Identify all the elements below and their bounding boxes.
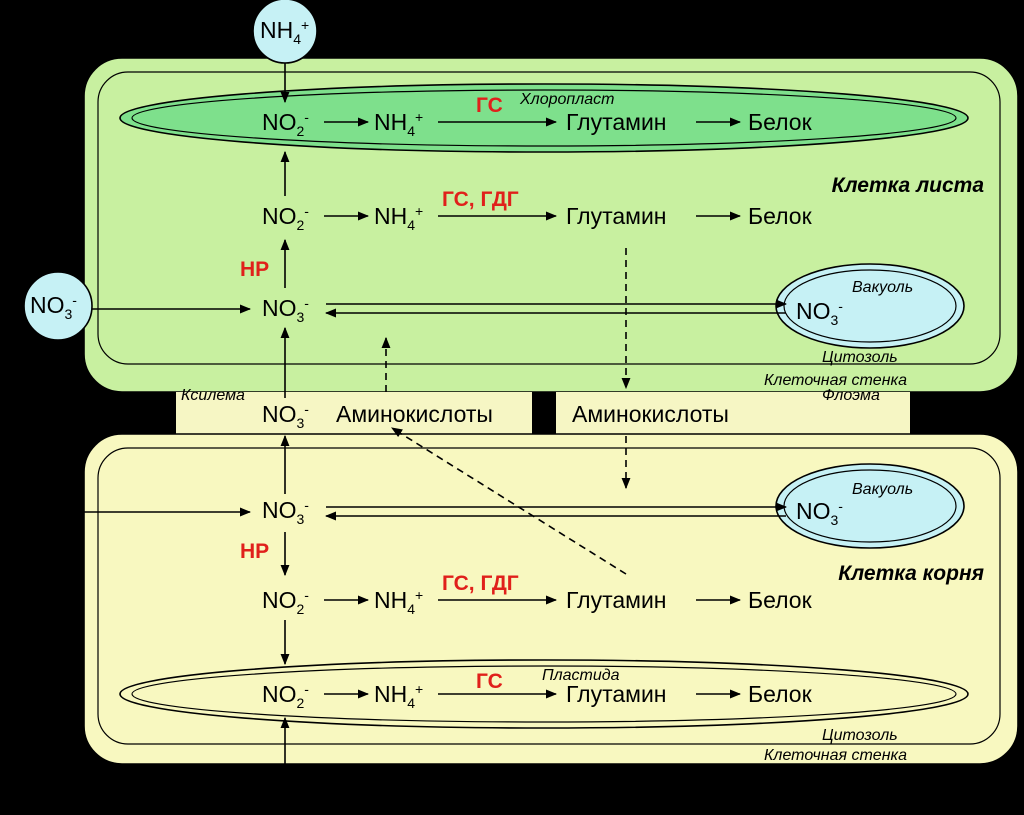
chloroplast-nh4: NH4+ — [374, 109, 423, 139]
leaf-vacuole: Вакуоль — [775, 263, 965, 349]
root-enzyme-nr: НР — [240, 540, 269, 563]
leaf-protein: Белок — [748, 203, 813, 229]
root-nh4: NH4+ — [374, 587, 423, 617]
root-enzyme-gs-gdg: ГС, ГДГ — [442, 572, 519, 595]
plastid-enzyme-gs: ГС — [476, 670, 503, 693]
phloem-box: Аминокислоты Флоэма — [556, 387, 910, 434]
svg-text:NH4+: NH4+ — [260, 17, 309, 47]
leaf-glutamine: Глутамин — [566, 203, 667, 229]
root-wall-label: Клеточная стенка — [764, 747, 907, 764]
chloroplast-reaction-row: NO2- NH4+ ГС Глутамин Белок — [262, 94, 813, 139]
plastid-label: Пластида — [542, 667, 620, 684]
xylem-amino-acids: Аминокислоты — [336, 401, 493, 427]
root-glutamine: Глутамин — [566, 587, 667, 613]
leaf-wall-label: Клеточная стенка — [764, 372, 907, 389]
chloroplast-glutamine: Глутамин — [566, 109, 667, 135]
chloroplast-label: Хлоропласт — [519, 91, 614, 108]
leaf-vacuole-label: Вакуоль — [852, 279, 913, 296]
external-nh4: NH4+ — [252, 0, 318, 64]
xylem-no3: NO3- — [262, 401, 309, 431]
chloroplast-enzyme-gs: ГС — [476, 94, 503, 117]
leaf-enzyme-gs-gdg: ГС, ГДГ — [442, 188, 519, 211]
root-vacuole-label: Вакуоль — [852, 481, 913, 498]
plastid-no2: NO2- — [262, 681, 309, 711]
chloroplast-protein: Белок — [748, 109, 813, 135]
chloroplast-no2: NO2- — [262, 109, 309, 139]
arrows — [70, 63, 788, 815]
leaf-reaction-row: NO2- NH4+ ГС, ГДГ Глутамин Белок НР NO3-… — [240, 188, 843, 328]
leaf-no2: NO2- — [262, 203, 309, 233]
chloroplast: Хлоропласт — [119, 83, 969, 153]
root-reaction-rows: NO3- NO3- НР NO2- NH4+ ГС, ГДГ Глутамин … — [240, 497, 843, 711]
plastid-nh4: NH4+ — [374, 681, 423, 711]
svg-text:NO3-: NO3- — [30, 292, 77, 322]
phloem-label: Флоэма — [822, 387, 880, 404]
leaf-cell-label: Клетка листа — [832, 174, 985, 197]
leaf-cytosol-label: Цитозоль — [822, 349, 898, 366]
leaf-enzyme-nr: НР — [240, 258, 269, 281]
leaf-nh4: NH4+ — [374, 203, 423, 233]
root-cell-label: Клетка корня — [838, 562, 984, 585]
plastid: Пластида — [119, 659, 969, 729]
root-vacuole-no3: NO3- — [796, 498, 843, 528]
leaf-no3: NO3- — [262, 295, 309, 325]
root-cytosol-label: Цитозоль — [822, 727, 898, 744]
xylem-box: Ксилема Аминокислоты — [176, 387, 532, 434]
plastid-glutamine: Глутамин — [566, 681, 667, 707]
root-no3: NO3- — [262, 497, 309, 527]
root-protein: Белок — [748, 587, 813, 613]
leaf-vacuole-no3: NO3- — [796, 298, 843, 328]
xylem-label: Ксилема — [181, 387, 245, 404]
root-no2: NO2- — [262, 587, 309, 617]
phloem-amino-acids: Аминокислоты — [572, 401, 729, 427]
plastid-protein: Белок — [748, 681, 813, 707]
external-no3: NO3- — [23, 271, 93, 341]
